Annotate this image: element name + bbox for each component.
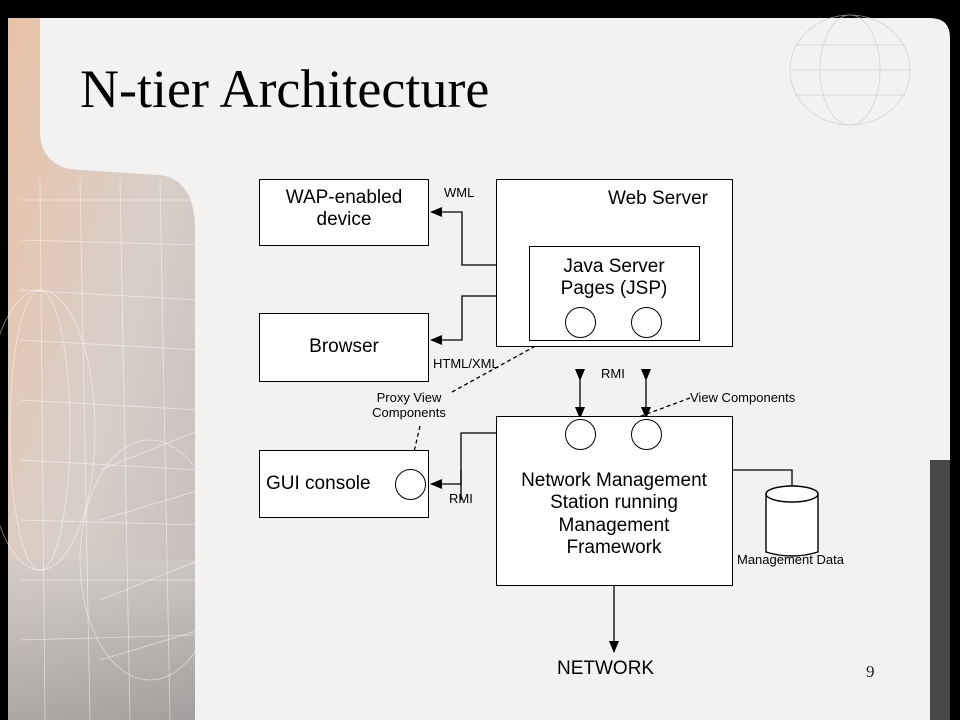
slide-title: N-tier Architecture (80, 59, 490, 119)
management-data-label: Management Data (737, 552, 844, 567)
rmi-bottom-label: RMI (449, 491, 473, 506)
view-dashed-line (597, 397, 691, 433)
database-icon (765, 485, 819, 557)
nms-component-left (565, 419, 596, 450)
jsp-box (529, 246, 700, 341)
rmi-gui-connector-back (430, 470, 462, 489)
nms-label: Network Management Station running Manag… (521, 470, 707, 559)
page-number: 9 (866, 662, 875, 681)
network-label: NETWORK (557, 658, 655, 679)
jsp-label: Java Server Pages (JSP) (560, 256, 668, 300)
nms-box (496, 416, 733, 586)
wml-label: WML (444, 185, 475, 200)
view-components-label: View Components (690, 390, 796, 405)
html-xml-label: HTML/XML (433, 356, 499, 371)
nms-component-right (631, 419, 662, 450)
browser-box (259, 313, 429, 382)
jsp-component-right (631, 307, 662, 338)
wap-device-box (259, 179, 429, 246)
proxy-view-label: Proxy View Components (372, 390, 446, 421)
gui-console-label: GUI console (266, 473, 371, 494)
data-connector (732, 469, 793, 488)
wap-device-label: WAP-enabled device (285, 187, 403, 231)
gui-component (395, 469, 426, 500)
jsp-component-left (565, 307, 596, 338)
rmi-top-label: RMI (601, 366, 625, 381)
web-server-label: Web Server (608, 188, 708, 209)
browser-label: Browser (309, 336, 379, 357)
